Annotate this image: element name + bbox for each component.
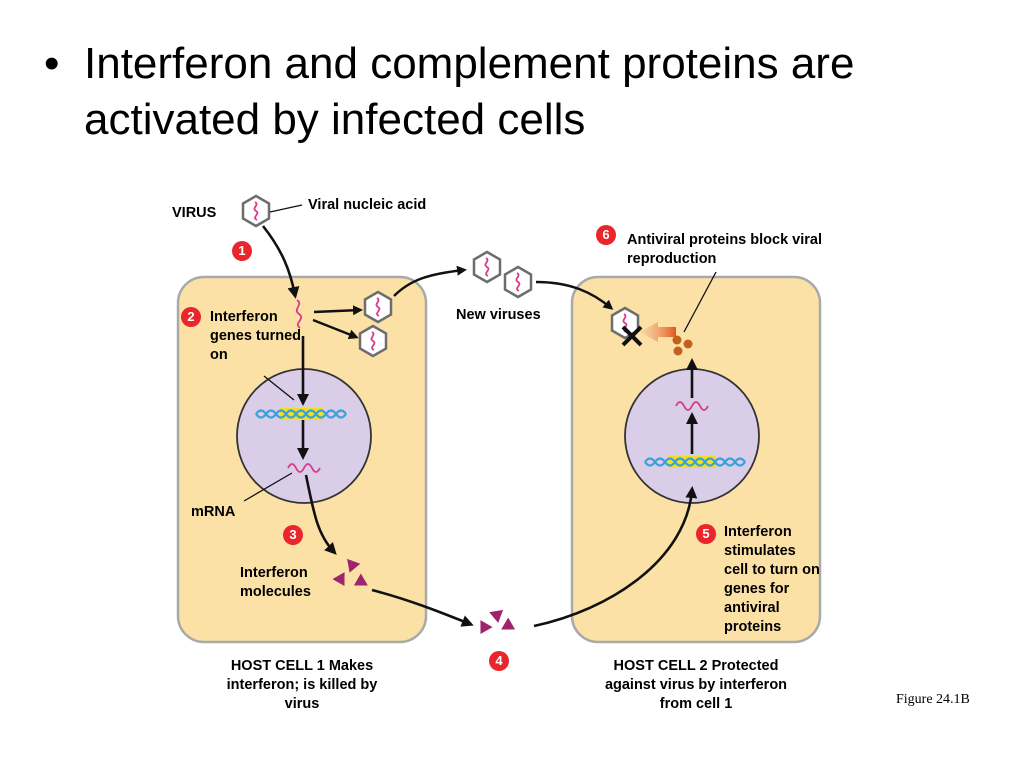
step-badge-4: 4 bbox=[489, 651, 509, 671]
bullet-marker: • bbox=[44, 39, 60, 88]
step-badge-5: 5 bbox=[696, 524, 716, 544]
label-interferon-genes: Interferon genes turned on bbox=[210, 309, 302, 363]
step-badge-2: 2 bbox=[181, 307, 201, 327]
mrna-cell-2 bbox=[675, 401, 709, 411]
arrow-replication-b bbox=[312, 318, 359, 340]
leader-interferon-genes bbox=[263, 375, 295, 401]
label-new-viruses: New viruses bbox=[456, 307, 541, 323]
arrow-interferon-to-cell-2 bbox=[533, 486, 698, 628]
step-badge-3: 3 bbox=[283, 525, 303, 545]
label-host-cell-2: HOST CELL 2 Protected against virus by i… bbox=[604, 658, 788, 712]
label-interferon-stimulates: Interferon stimulates cell to turn on ge… bbox=[724, 524, 820, 635]
label-antiviral-block: Antiviral proteins block viral reproduct… bbox=[627, 232, 822, 267]
leader-viral-nucleic-acid bbox=[269, 204, 303, 213]
arrow-virus-enters bbox=[261, 225, 300, 299]
arrow-interferon-release bbox=[371, 588, 474, 627]
dna-cell-2 bbox=[644, 456, 746, 468]
virus-copy-a bbox=[363, 290, 393, 324]
leader-antiviral bbox=[683, 271, 717, 333]
antiviral-proteins bbox=[672, 335, 693, 356]
new-virus-a bbox=[472, 250, 502, 284]
viral-nucleic-acid-in-cell bbox=[295, 299, 303, 329]
label-mrna: mRNA bbox=[191, 504, 236, 520]
x-mark-icon bbox=[621, 325, 643, 347]
title-text: Interferon and complement proteins are a… bbox=[84, 39, 855, 144]
arrow-translation-cell-1 bbox=[304, 474, 337, 555]
arrow-virus-release bbox=[393, 265, 467, 297]
virus-particle bbox=[241, 194, 271, 228]
leader-mrna bbox=[243, 472, 293, 502]
step-badge-1: 1 bbox=[232, 241, 252, 261]
new-virus-b bbox=[503, 265, 533, 299]
arrow-infect-cell-2 bbox=[535, 280, 614, 310]
dna-cell-1 bbox=[255, 408, 347, 420]
figure-reference: Figure 24.1B bbox=[896, 692, 970, 707]
label-virus: VIRUS bbox=[172, 205, 217, 221]
arrow-replication-a bbox=[313, 305, 363, 316]
label-interferon-molecules: Interferon molecules bbox=[240, 565, 311, 600]
step-badge-6: 6 bbox=[596, 225, 616, 245]
mrna-cell-1 bbox=[287, 463, 321, 473]
interferon-molecules-extracellular bbox=[474, 609, 519, 638]
block-arrow bbox=[640, 322, 676, 342]
label-viral-nucleic-acid: Viral nucleic acid bbox=[308, 197, 427, 213]
virus-copy-b bbox=[358, 324, 388, 358]
slide-title: • Interferon and complement proteins are… bbox=[44, 36, 1004, 148]
label-host-cell-1: HOST CELL 1 Makes interferon; is killed … bbox=[226, 658, 378, 712]
